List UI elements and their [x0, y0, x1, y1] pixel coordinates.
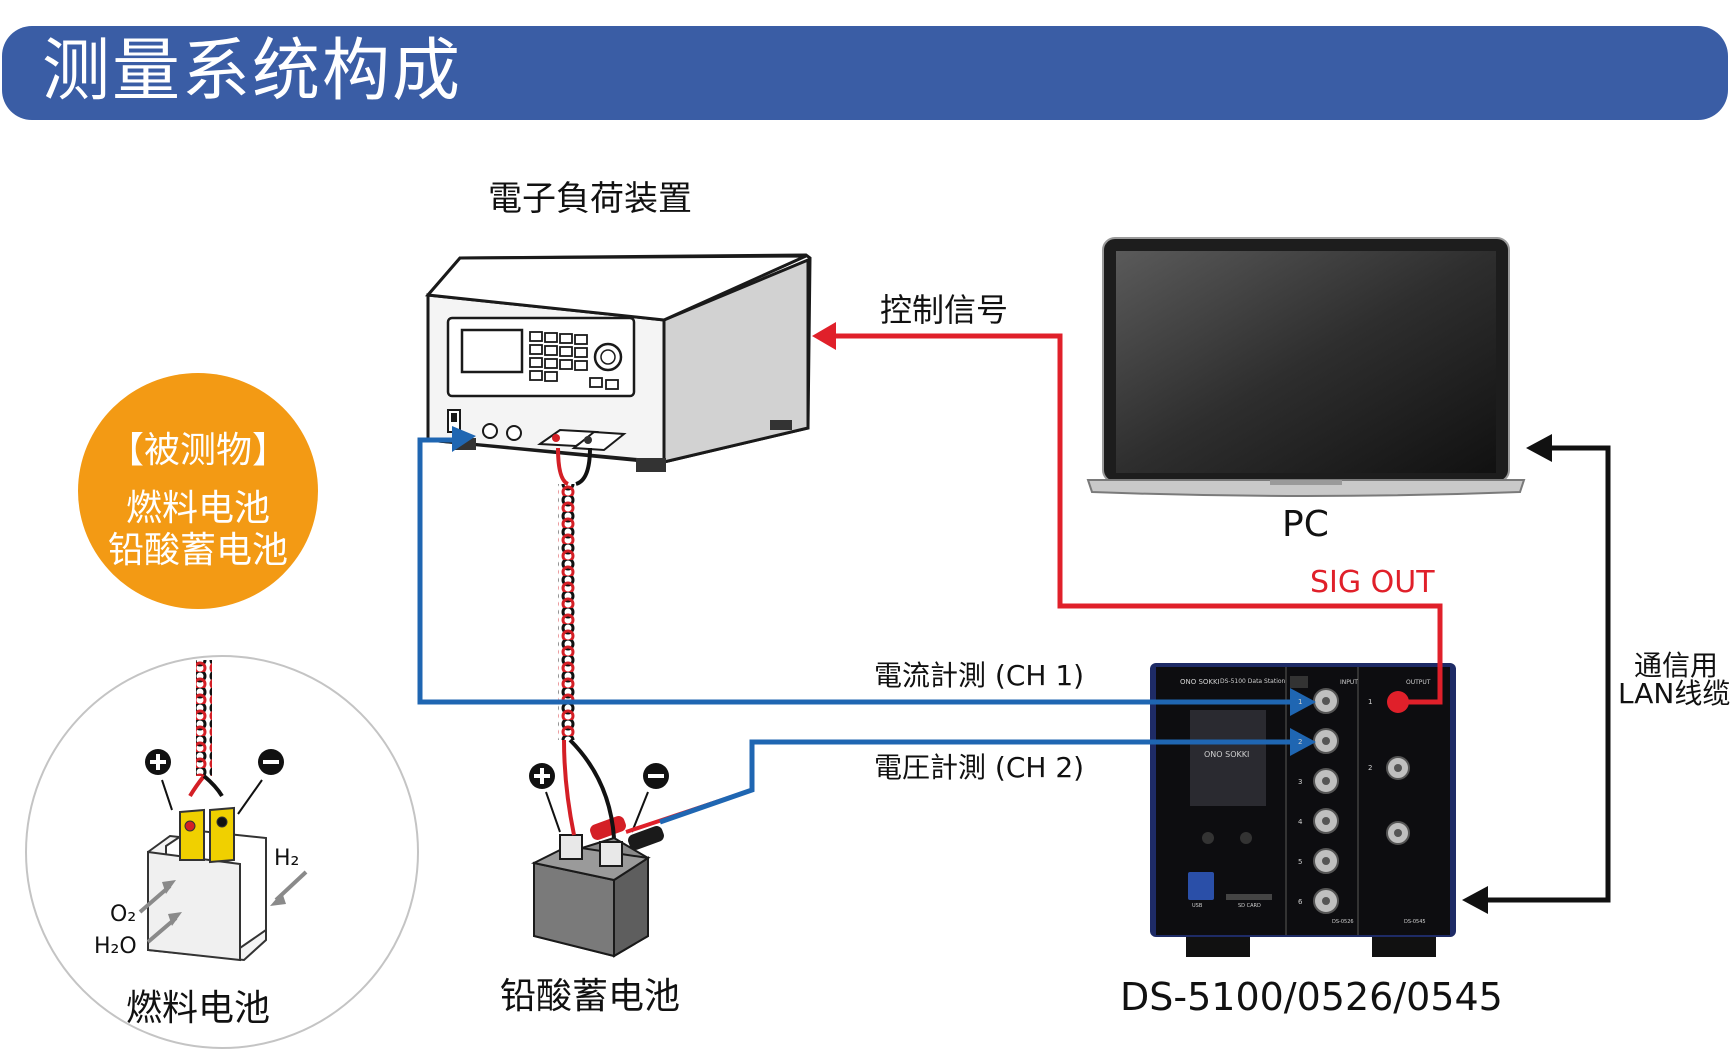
output-ch-2: 2 — [1368, 764, 1373, 772]
header-bar: 测量系统构成 — [2, 26, 1728, 120]
lan-label-line1: 通信用 — [1633, 649, 1718, 682]
voltage-measure-line — [659, 728, 1316, 825]
device-sd-label: SD CARD — [1238, 903, 1261, 909]
input-ch-1: 1 — [1298, 698, 1303, 706]
lead-battery-label: 铅酸蓄电池 — [500, 976, 681, 1017]
lead-acid-battery — [530, 816, 664, 958]
h2-label: H₂ — [274, 846, 300, 871]
dut-item-fuel-cell: 燃料电池 — [125, 488, 270, 529]
device-brand-top: ONO SOKKI — [1180, 678, 1220, 686]
device-brand-screen: ONO SOKKI — [1204, 750, 1250, 759]
page-title: 测量系统构成 — [42, 32, 463, 111]
current-measure-line — [417, 426, 1316, 716]
input-ch-4: 4 — [1298, 818, 1303, 826]
input-ch-2: 2 — [1298, 738, 1303, 746]
h2o-label: H₂O — [94, 934, 137, 959]
dut-badge: 【被测物】 燃料电池 铅酸蓄电池 — [78, 373, 318, 609]
device-usb-label: USB — [1192, 903, 1203, 909]
voltage-measure-label: 電圧計測 (CH 2) — [874, 751, 1085, 784]
sig-out-label: SIG OUT — [1310, 565, 1435, 600]
input-ch-5: 5 — [1298, 858, 1303, 866]
laptop-pc — [1086, 237, 1526, 497]
current-measure-label: 電流計測 (CH 1) — [874, 659, 1085, 692]
device-model-a: DS-0526 — [1332, 919, 1354, 925]
control-signal-label: 控制信号 — [880, 291, 1009, 329]
coiled-cable — [529, 447, 669, 839]
data-station-device[interactable] — [1150, 663, 1456, 957]
input-ch-3: 3 — [1298, 778, 1303, 786]
device-output-label: OUTPUT — [1406, 679, 1431, 686]
device-input-label: INPUT — [1340, 679, 1358, 686]
load-device-label: 電子負荷装置 — [488, 179, 692, 219]
fuel-cell-detail — [25, 655, 419, 1049]
fuel-cell-label: 燃料电池 — [126, 988, 271, 1029]
dut-item-lead-battery: 铅酸蓄电池 — [107, 530, 288, 571]
lan-cable-line — [1462, 434, 1611, 914]
device-model-b: DS-0545 — [1404, 919, 1426, 925]
lan-label-line2: LAN线缆 — [1618, 677, 1730, 710]
device-product-name: DS-5100 Data Station — [1220, 678, 1286, 685]
input-ch-6: 6 — [1298, 898, 1303, 906]
pc-label: PC — [1282, 504, 1329, 545]
ds-model-label: DS-5100/0526/0545 — [1120, 975, 1503, 1019]
output-ch-1: 1 — [1368, 698, 1373, 706]
o2-label: O₂ — [110, 902, 137, 927]
dut-heading: 【被测物】 — [107, 430, 288, 471]
electronic-load-device — [424, 253, 812, 472]
